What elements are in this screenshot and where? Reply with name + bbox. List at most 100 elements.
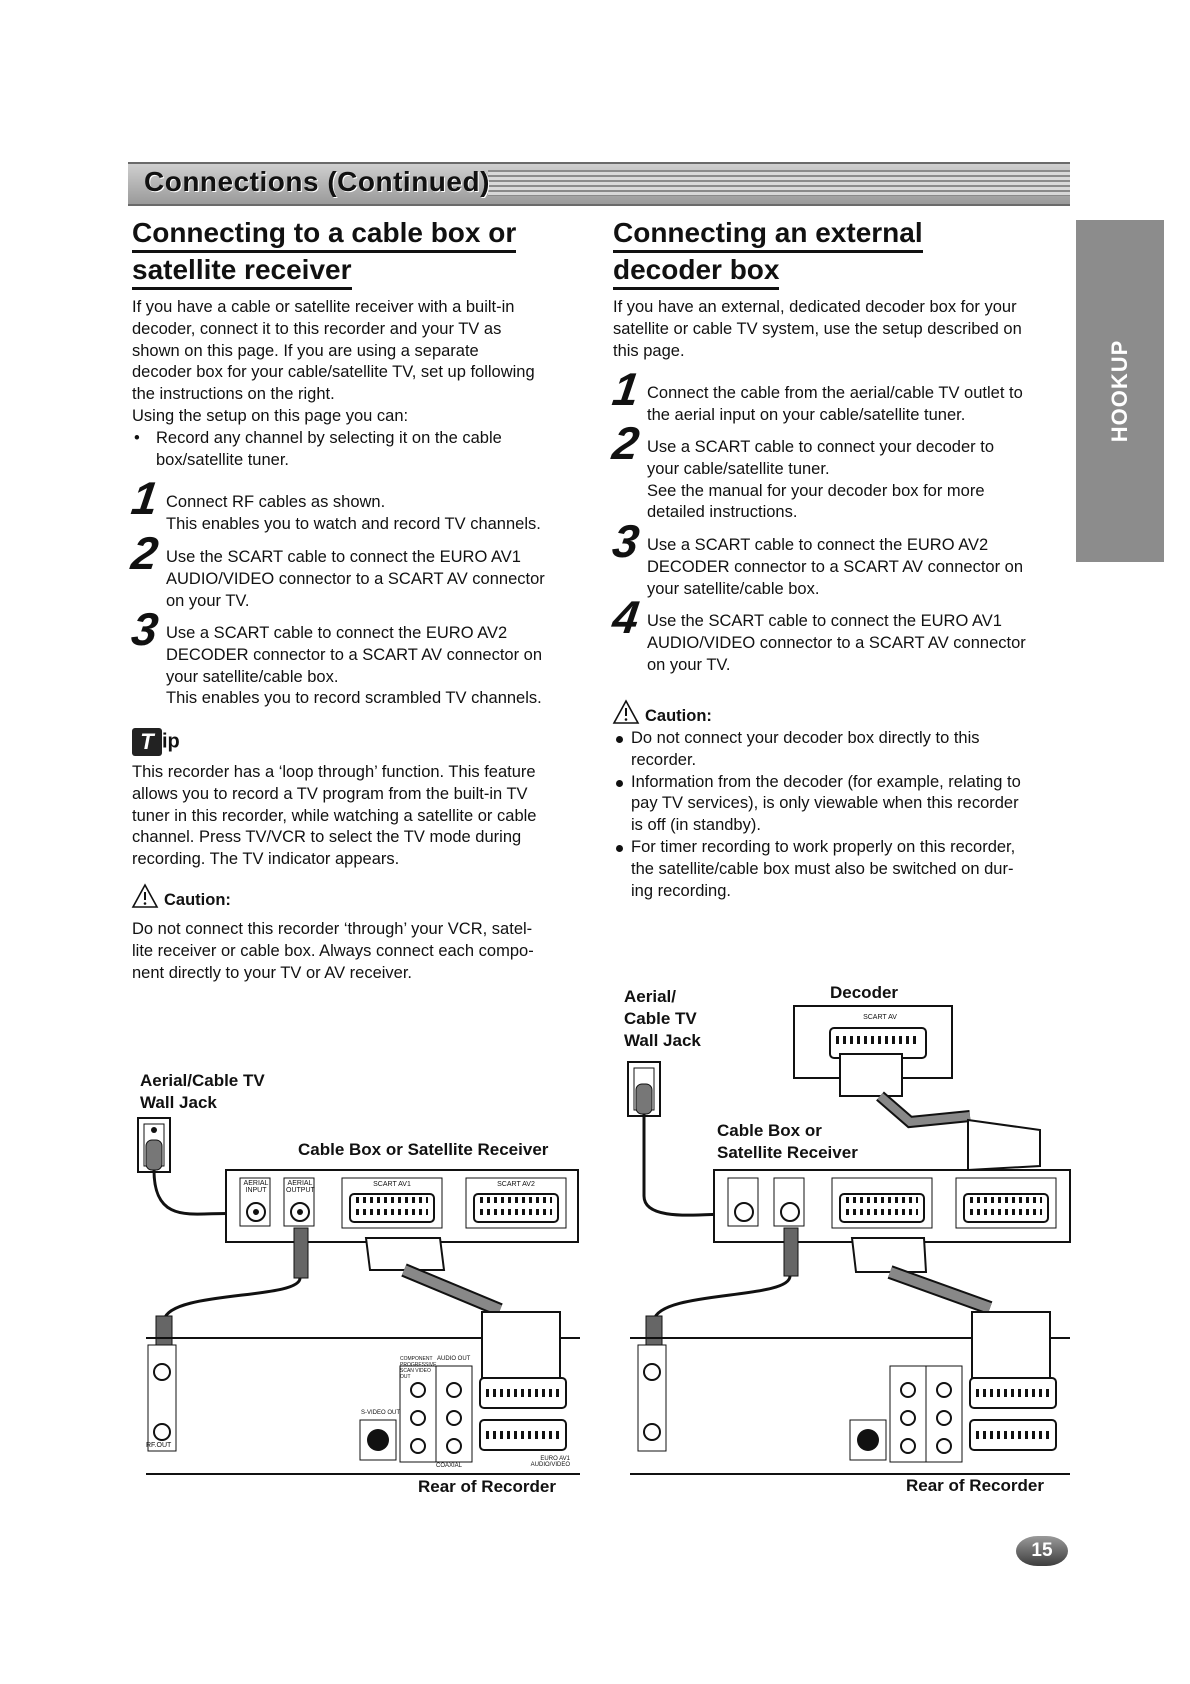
left-section-title: Connecting to a cable box or satellite r… (132, 216, 517, 290)
step-line: DECODER connector to a SCART AV connecto… (166, 645, 543, 664)
step-line: on your TV. (166, 591, 250, 610)
left-wall-jack-label: Aerial/Cable TV Wall Jack (140, 1070, 265, 1114)
left-step-1: 1 Connect RF cables as shown. This enabl… (128, 472, 602, 536)
step-line: This enables you to watch and record TV … (166, 514, 541, 533)
scart-av1-label: SCART AV1 (373, 1181, 411, 1188)
left-box-label: Cable Box or Satellite Receiver (298, 1140, 549, 1159)
intro-line: the instructions on the right. (132, 385, 335, 404)
intro-line: If you have a cable or satellite receive… (132, 298, 515, 316)
label-line: Wall Jack (624, 1031, 701, 1050)
tip-icon: T (132, 728, 162, 756)
left-title-line1: Connecting to a cable box or (132, 216, 517, 253)
aerial-output-label: AERIAL OUTPUT (286, 1180, 315, 1194)
component-out-label: COMPONENT PROGRESSIVE SCAN VIDEO OUT (400, 1356, 437, 1380)
right-rear-label: Rear of Recorder (906, 1476, 1044, 1495)
left-step-2: 2 Use the SCART cable to connect the EUR… (128, 527, 602, 612)
intro-line: decoder box for your cable/satellite TV,… (132, 363, 535, 382)
right-caution-list: Do not connect your decoder box directly… (613, 728, 1073, 902)
caution-item: For timer recording to work properly on … (613, 837, 1073, 902)
left-intro: If you have a cable or satellite receive… (132, 297, 592, 471)
rf-out-label: RF.OUT (146, 1442, 172, 1449)
tip-label: ip (162, 730, 180, 753)
right-step-1: 1 Connect the cable from the aerial/cabl… (609, 363, 1073, 427)
left-step-3: 3 Use a SCART cable to connect the EURO … (128, 603, 602, 710)
label-line: Aerial/ (624, 987, 676, 1006)
right-intro: If you have an external, dedicated decod… (613, 297, 1073, 362)
right-wall-jack-label: Aerial/ Cable TV Wall Jack (624, 986, 701, 1052)
audio-out-label: AUDIO OUT (437, 1356, 471, 1362)
right-title-line2: decoder box (613, 253, 780, 290)
step-line: your cable/satellite tuner. (647, 459, 830, 478)
label-line: Aerial/Cable TV (140, 1071, 265, 1090)
bullet-item: Record any channel by selecting it on th… (132, 428, 592, 472)
bullet-line: Record any channel by selecting it on th… (156, 428, 502, 447)
step-line: Use a SCART cable to connect your decode… (647, 438, 994, 456)
left-caution-body: Do not connect this recorder ‘through’ y… (132, 919, 602, 984)
step-line: DECODER connector to a SCART AV connecto… (647, 557, 1024, 576)
header-stripes (488, 170, 1070, 196)
intro-line: this page. (613, 341, 685, 360)
intro-line: shown on this page. If you are using a s… (132, 341, 479, 360)
caution-line: the satellite/cable box must also be swi… (631, 859, 1014, 878)
step-line: AUDIO/VIDEO connector to a SCART AV conn… (647, 633, 1026, 652)
euro-av1-label: EURO AV1 AUDIO/VIDEO (530, 1456, 570, 1468)
left-title-line2: satellite receiver (132, 253, 352, 290)
caution-label: Caution: (164, 891, 231, 909)
right-caution-heading: Caution: (612, 699, 712, 726)
intro-line: decoder, connect it to this recorder and… (132, 319, 502, 338)
tip-line: allows you to record a TV program from t… (132, 784, 528, 803)
left-caution-heading: Caution: (131, 883, 231, 910)
tip-line: This recorder has a ‘loop through’ funct… (132, 763, 536, 781)
intro-line: satellite or cable TV system, use the se… (613, 319, 1022, 338)
intro-line: If you have an external, dedicated decod… (613, 298, 1017, 316)
page-title: Connections (Continued) (144, 166, 490, 197)
step-line: on your TV. (647, 655, 731, 674)
section-header-band: Connections (Continued) (128, 162, 1070, 206)
caution-line: lite receiver or cable box. Always conne… (132, 941, 534, 960)
caution-item: Information from the decoder (for exampl… (613, 772, 1073, 837)
step-line: AUDIO/VIDEO connector to a SCART AV conn… (166, 569, 545, 588)
bullet-line: box/satellite tuner. (156, 450, 289, 469)
caution-item: Do not connect your decoder box directly… (613, 728, 1073, 772)
right-step-3: 3 Use a SCART cable to connect the EURO … (609, 515, 1073, 600)
aerial-input-label: AERIAL INPUT (243, 1180, 269, 1194)
intro-line: Using the setup on this page you can: (132, 406, 409, 425)
label-line: Wall Jack (140, 1093, 217, 1112)
caution-line: recorder. (631, 750, 697, 769)
recorder-rear (146, 1311, 580, 1475)
decoder-scart-label: SCART AV (863, 1014, 897, 1021)
warning-icon (131, 883, 159, 908)
step-line: Use a SCART cable to connect the EURO AV… (647, 536, 989, 554)
tip-line: recording. The TV indicator appears. (132, 850, 400, 869)
right-step-2: 2 Use a SCART cable to connect your deco… (609, 417, 1073, 524)
cable-box (225, 1169, 579, 1243)
caution-line: nent directly to your TV or AV receiver. (132, 963, 413, 982)
right-section-title: Connecting an external decoder box (613, 216, 923, 290)
step-line: Use a SCART cable to connect the EURO AV… (166, 624, 508, 642)
step-line: detailed instructions. (647, 503, 798, 522)
step-line: the aerial input on your cable/satellite… (647, 405, 966, 424)
caution-line: ing recording. (631, 881, 731, 900)
side-tab: HOOKUP (1076, 220, 1164, 562)
step-line: Connect RF cables as shown. (166, 493, 386, 511)
page-number: 15 (1016, 1536, 1068, 1566)
wall-jack-icon (137, 1117, 171, 1173)
step-line: your satellite/cable box. (647, 579, 820, 598)
caution-line: pay TV services), is only viewable when … (631, 794, 1019, 813)
svideo-out-label: S-VIDEO OUT (361, 1410, 401, 1416)
caution-line: Information from the decoder (for exampl… (631, 772, 1021, 791)
caution-line: is off (in standby). (631, 816, 761, 835)
tip-body: This recorder has a ‘loop through’ funct… (132, 762, 602, 871)
tip-line: tuner in this recorder, while watching a… (132, 806, 537, 825)
step-line: Connect the cable from the aerial/cable … (647, 384, 1023, 402)
right-title-line1: Connecting an external (613, 216, 923, 253)
coaxial-label: COAXIAL (436, 1463, 463, 1469)
step-line: Use the SCART cable to connect the EURO … (166, 548, 521, 566)
right-box-label: Cable Box or Satellite Receiver (717, 1120, 858, 1164)
scart-av2-label: SCART AV2 (497, 1181, 535, 1188)
caution-line: Do not connect this recorder ‘through’ y… (132, 920, 533, 938)
left-rear-label: Rear of Recorder (418, 1477, 556, 1496)
